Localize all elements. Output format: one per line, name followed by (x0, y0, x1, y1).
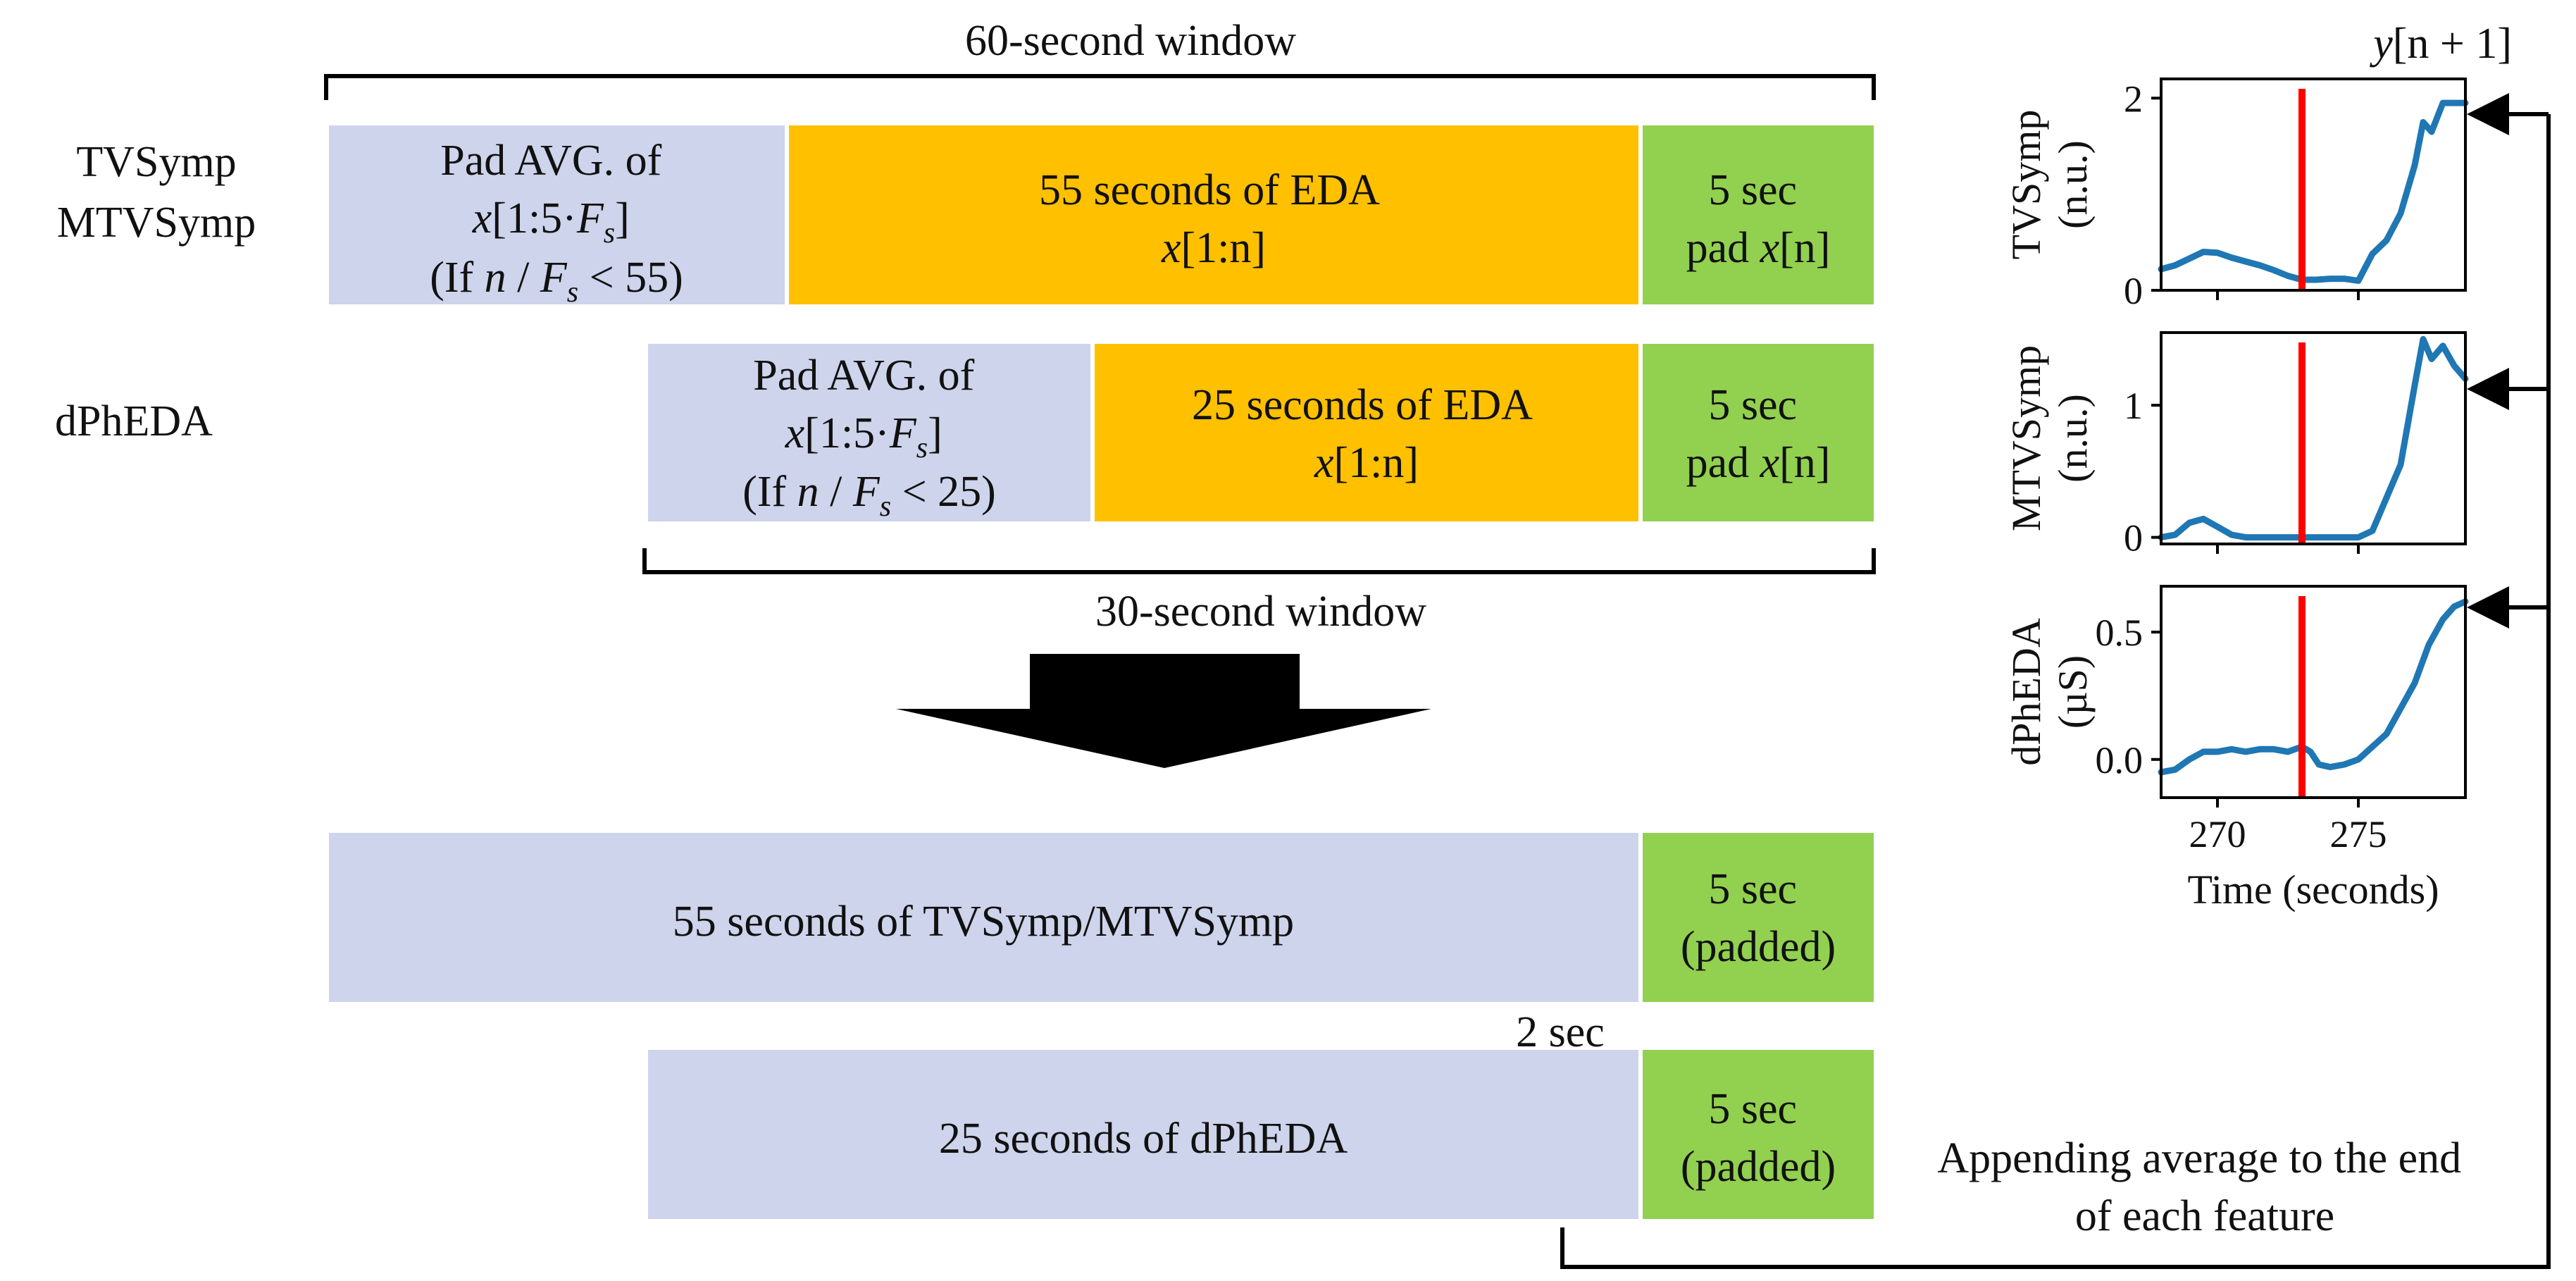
row1-end-text: 5 sec pad x[n] (1686, 166, 1831, 272)
chart-3-ytick-label: 0.0 (2096, 739, 2143, 781)
bottom-brace (642, 548, 1876, 574)
chart-1-frame (2160, 78, 2467, 292)
bottom-window-label: 30-second window (1095, 588, 1426, 636)
row-label-mtvsymp: MTVSymp (57, 199, 256, 247)
row1-end-box (1643, 125, 1874, 304)
row1-eda-text: 55 seconds of EDA x[1:n] (1039, 166, 1388, 272)
row2-pad-box (648, 344, 1090, 521)
row2-pad-text: Pad AVG. of x[1:5·Fs] (If n / Fs < 25) (742, 352, 996, 523)
row3-end-box (1643, 833, 1874, 1002)
row4-end-text: 5 sec (padded) (1681, 1085, 1836, 1191)
chart-3-xlabel: Time (seconds) (2187, 867, 2439, 912)
row4-main-box (648, 1050, 1638, 1219)
chart-panel-2: 0 1 MTVSymp(n.u.) (2003, 331, 2469, 559)
row-label-tvsymp: TVSymp (76, 138, 236, 186)
row3-main-text: 55 seconds of TVSymp/MTVSymp (673, 898, 1294, 946)
row-label-dpheda: dPhEDA (55, 397, 213, 445)
chart-3-series-line (2158, 598, 2469, 776)
row1-eda-box (789, 125, 1638, 304)
chart-2-ytick-label: 1 (2124, 385, 2143, 427)
y-next-label: y[n + 1] (2369, 20, 2512, 68)
chart-3-ylabel: dPhEDA(µS) (2003, 618, 2096, 766)
row1-pad-text: Pad AVG. of x[1:5·Fs] (If n / Fs < 55) (430, 137, 683, 309)
chart-2-series-line (2158, 335, 2469, 541)
chart-3-frame (2160, 585, 2467, 799)
chart-1-series-line (2158, 99, 2469, 284)
chart-3-xtick-label: 275 (2330, 813, 2387, 855)
chart-2-frame (2160, 331, 2467, 545)
row2-end-box (1643, 344, 1874, 521)
top-brace (324, 74, 1876, 100)
chart-1-ytick-label: 2 (2124, 78, 2143, 120)
row2-eda-box (1095, 344, 1638, 521)
feedback-line (1560, 114, 2551, 1269)
chart-2-ylabel: MTVSymp(n.u.) (2003, 345, 2096, 531)
top-window-label: 60-second window (965, 17, 1296, 65)
chart-panel-3: 0.0 0.5 270 275 dPhEDA(µS) Time (seconds) (2003, 585, 2469, 912)
chart-1-ytick-label: 0 (2124, 270, 2143, 312)
row2-end-text: 5 sec pad x[n] (1686, 381, 1831, 487)
chart-2-ytick-label: 0 (2124, 517, 2143, 559)
row3-end-text: 5 sec (padded) (1681, 865, 1836, 971)
gap-label: 2 sec (1516, 1008, 1605, 1056)
row1-pad-box (329, 125, 785, 304)
row2-eda-text: 25 seconds of EDA x[1:n] (1192, 381, 1541, 487)
row4-end-box (1643, 1050, 1874, 1219)
append-text: Appending average to the end of each fea… (1937, 1134, 2472, 1240)
chart-3-xtick-label: 270 (2189, 813, 2246, 855)
row4-main-text: 25 seconds of dPhEDA (939, 1115, 1348, 1163)
row3-main-box (329, 833, 1638, 1002)
chart-1-ylabel: TVSymp(n.u.) (2003, 110, 2096, 260)
chart-3-ytick-label: 0.5 (2096, 612, 2143, 654)
down-arrow-icon (896, 654, 1431, 768)
